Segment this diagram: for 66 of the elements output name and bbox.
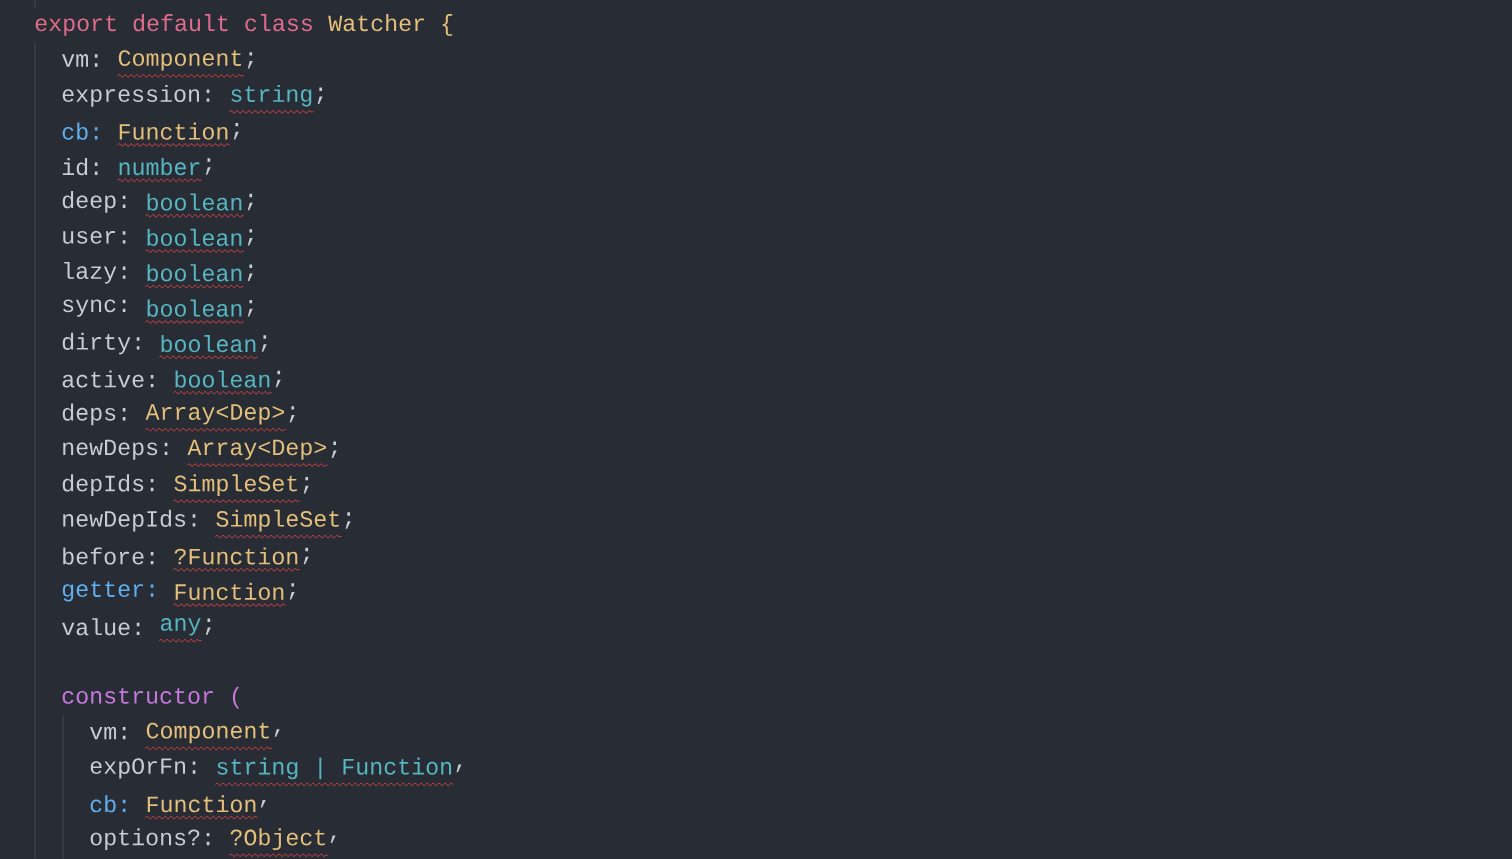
- keyword: constructor (: [62, 686, 240, 709]
- property-name: dirty:: [62, 332, 140, 355]
- type-name: string | Function: [217, 757, 452, 780]
- punctuation: ;: [205, 618, 211, 635]
- type-name: ?Object: [230, 828, 325, 851]
- type-name: ?Function: [174, 547, 298, 565]
- punctuation: ;: [275, 370, 281, 388]
- type-name: any: [160, 618, 201, 636]
- property-name: sync:: [63, 299, 126, 317]
- type-name: Function: [147, 795, 256, 813]
- punctuation: ;: [247, 229, 253, 246]
- property-name: expression:: [62, 84, 210, 107]
- punctuation: ;: [331, 441, 337, 458]
- property-name: lazy:: [64, 261, 126, 284]
- punctuation: ;: [289, 406, 295, 423]
- property-name: cb:: [62, 122, 98, 140]
- type-name: boolean: [147, 264, 242, 282]
- property-name: depIds:: [62, 474, 154, 497]
- property-name: vm:: [62, 54, 98, 67]
- property-name: options?:: [90, 828, 210, 851]
- punctuation: ;: [345, 512, 351, 529]
- property-name: expOrFn:: [90, 758, 196, 779]
- type-name: Array<Dep>: [187, 439, 326, 460]
- punctuation: ;: [233, 122, 239, 140]
- property-name: active:: [62, 370, 154, 388]
- type-name: boolean: [175, 370, 270, 388]
- type-name: Function: [119, 122, 228, 140]
- punctuation: ,: [274, 729, 280, 737]
- property-name: cb:: [90, 795, 126, 813]
- property-name: deps:: [62, 403, 126, 426]
- property-name: newDepIds:: [63, 509, 196, 532]
- punctuation: ;: [247, 193, 253, 211]
- type-name: boolean: [147, 299, 242, 317]
- type-name: boolean: [161, 335, 256, 353]
- punctuation: ;: [303, 547, 309, 565]
- type-name: Component: [118, 50, 241, 71]
- property-name: vm:: [90, 726, 126, 740]
- punctuation: ;: [247, 299, 253, 317]
- punctuation: ;: [205, 158, 211, 175]
- type-name: number: [119, 158, 200, 176]
- type-name: Function: [175, 582, 284, 600]
- property-name: id:: [62, 158, 98, 176]
- type-name: boolean: [147, 193, 242, 211]
- punctuation: ;: [247, 264, 253, 281]
- punctuation: ;: [261, 335, 267, 352]
- punctuation: ,: [456, 764, 462, 773]
- property-name: before:: [63, 547, 154, 565]
- type-name: SimpleSet: [216, 509, 339, 532]
- type-name: SimpleSet: [174, 474, 297, 497]
- punctuation: ;: [289, 583, 295, 600]
- punctuation: ,: [330, 835, 336, 843]
- type-name: string: [231, 84, 312, 107]
- punctuation: ;: [303, 476, 309, 494]
- property-name: getter:: [62, 581, 154, 602]
- property-name: value:: [62, 618, 140, 636]
- punctuation: ;: [317, 87, 323, 104]
- property-name: deep:: [62, 191, 126, 213]
- property-name: newDeps:: [63, 439, 168, 460]
- type-name: boolean: [147, 228, 242, 246]
- type-name: Component: [146, 722, 269, 744]
- property-name: user:: [63, 231, 126, 244]
- type-name: Array<Dep>: [145, 404, 284, 425]
- punctuation: ,: [260, 800, 266, 808]
- class-name: Watcher {: [328, 14, 453, 36]
- punctuation: ;: [247, 52, 253, 69]
- keyword: export default class: [35, 14, 312, 36]
